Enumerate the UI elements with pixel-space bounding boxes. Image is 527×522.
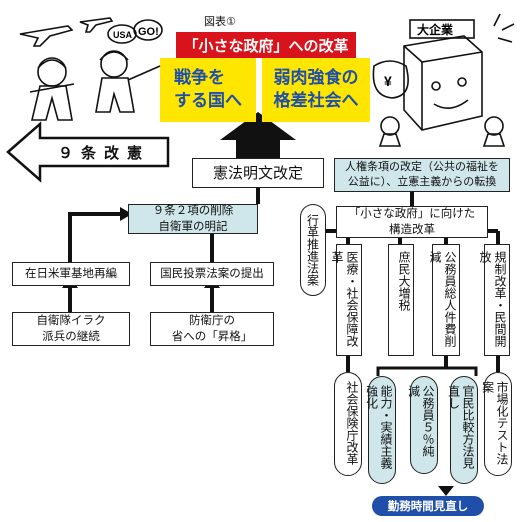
market-test-pill: 市場化テスト法案 xyxy=(481,372,512,476)
usa-text: USA xyxy=(113,30,133,40)
go-text: GO! xyxy=(138,26,159,38)
gap-box: 弱肉強食の 格差社会へ xyxy=(262,58,370,122)
sdf-iraq-box: 自衛隊イラク 派兵の継続 xyxy=(12,312,130,346)
social-insurance-agency-pill: 社会保険庁改革 xyxy=(334,372,362,476)
defense-ministry-box: 防衛庁の 省への「昇格」 xyxy=(150,312,274,346)
arrow-label-art9: ９条改憲 xyxy=(57,143,150,162)
corporation-cartoon: 大企業 ¥ xyxy=(372,13,515,147)
administrative-reform-bill: 行革推進法案 xyxy=(300,204,326,296)
title-banner: 「小さな政府」への改革 xyxy=(176,32,356,58)
small-government-reform-box: 「小さな政府」に向けた 構造改革 xyxy=(336,206,488,238)
tax-increase-box: 庶民大増税 xyxy=(388,244,414,356)
medical-reform-box: 医療・社会保障改革 xyxy=(330,244,362,356)
work-hours-review-badge: 勤務時間見直し xyxy=(372,496,484,516)
art9-deletion-box: ９条２項の削除 自衛軍の明記 xyxy=(128,203,258,234)
five-percent-cut-pill: 公務員５％純減 xyxy=(407,376,438,474)
figure-label: 図表① xyxy=(204,15,236,28)
soldiers-cartoon: USA GO! xyxy=(19,17,163,121)
deregulation-box: 規制改革・民間開放 xyxy=(478,244,510,356)
usfj-realignment-box: 在日米軍基地再編 xyxy=(12,262,130,286)
comparison-method-pill: 官民比較方法見直し xyxy=(447,376,478,484)
civil-servant-cost-box: 公務員総人件費削減 xyxy=(428,244,460,356)
yen-text: ¥ xyxy=(384,73,392,89)
referendum-bill-box: 国民投票法案の提出 xyxy=(150,262,274,286)
war-box: 戦争を する国へ xyxy=(160,58,256,122)
corp-text: 大企業 xyxy=(417,22,454,37)
merit-system-pill: 能力・実績主義強化 xyxy=(365,376,396,484)
constitution-revision-box: 憲法明文改定 xyxy=(192,158,324,188)
rights-revision-box: 人権条項の改定（公共の福祉を 公益に）、立憲主義からの転換 xyxy=(334,158,510,192)
